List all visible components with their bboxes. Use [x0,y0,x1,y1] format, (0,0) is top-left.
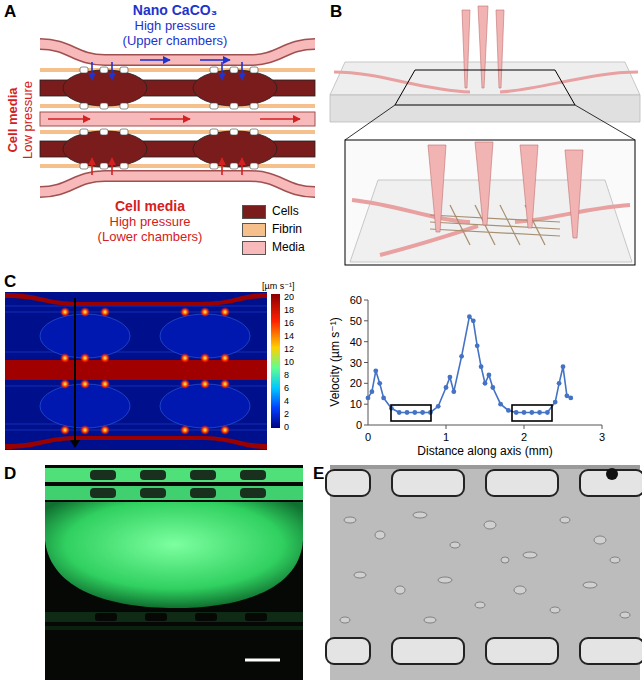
inlet-label: (Lower chambers) [98,230,203,245]
axis-tick: 10 [350,398,362,411]
axis-tick: 50 [350,315,362,328]
axis-tick: 60 [350,294,362,307]
axis-tick: 0 [356,419,362,432]
panel-letter: C [4,272,16,292]
colorbar-tick: 8 [284,370,289,380]
legend-swatch [242,205,266,219]
colorbar-tick: 2 [284,409,289,419]
inlet-label: Low pressure [21,81,36,159]
axis-tick: 20 [350,377,362,390]
axis-tick: 3 [599,431,605,444]
inlet-label: (Upper chambers) [123,34,228,49]
axis-tick: 40 [350,335,362,348]
colorbar-tick: 10 [284,357,294,367]
legend-text: Media [272,241,305,255]
legend-text: Fibrin [272,223,302,237]
colorbar-tick: 12 [284,344,294,354]
axis-title: Velocity (µm s⁻¹) [329,317,343,406]
axis-tick: 2 [521,431,527,444]
fluorescence-image [45,465,303,680]
legend-swatch [242,241,266,255]
legend-text: Cells [272,205,299,219]
brightfield-image [326,465,642,680]
colorbar-tick: 0 [284,422,289,432]
chip-render [330,6,640,265]
axis-tick: 0 [365,431,371,444]
colorbar-tick: 4 [284,396,289,406]
inlet-label: Cell media [6,87,21,152]
colorbar-tick: 6 [284,383,289,393]
colorbar-tick: 20 [284,292,294,302]
device-schematic [40,44,315,192]
colorbar-tick: 16 [284,318,294,328]
inlet-label: High pressure [110,215,191,230]
axis-tick: 30 [350,356,362,369]
axis-title: Distance along axis (mm) [417,445,552,459]
panel-letter: B [330,2,342,22]
colorbar-unit: [µm s⁻¹] [262,281,294,291]
inlet-label: Nano CaCO₃ [133,2,217,18]
panel-letter: E [313,464,324,484]
flow-simulation [5,292,280,450]
colorbar-tick: 14 [284,331,294,341]
panel-letter: A [4,2,16,22]
axis-tick: 1 [443,431,449,444]
panel-letter: D [4,464,16,484]
inlet-label: High pressure [135,19,216,34]
colorbar-tick: 18 [284,305,294,315]
velocity-chart [364,300,602,429]
inlet-label: Cell media [115,198,185,214]
legend-swatch [242,223,266,237]
